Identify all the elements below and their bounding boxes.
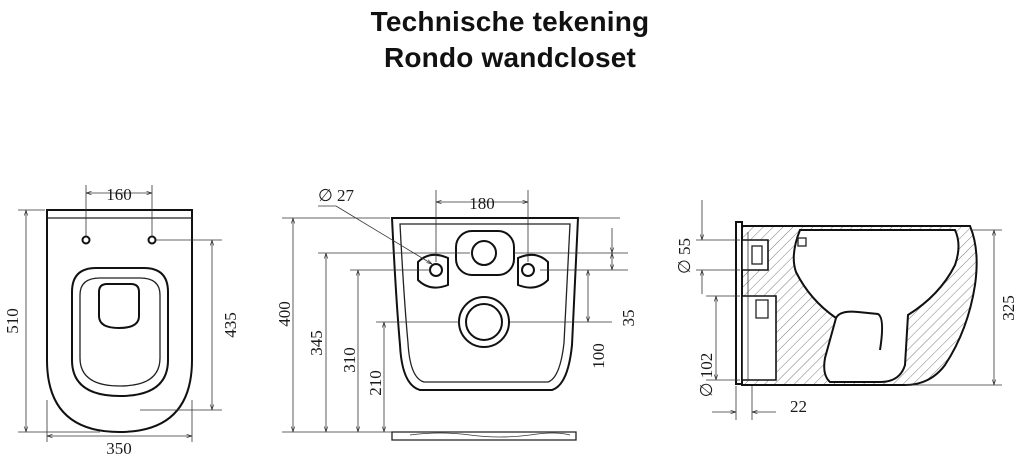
- drawing-title: Technische tekening: [370, 6, 650, 37]
- side-view-outlet: [741, 295, 777, 381]
- top-view-seat-inner: [79, 277, 161, 387]
- rear-view-fixing-hole-left: [429, 263, 443, 277]
- dim-160: 160: [106, 185, 132, 204]
- rear-view-inner-outline: [399, 223, 571, 383]
- dim-180: 180: [469, 194, 495, 213]
- dim-400: 400: [275, 301, 294, 327]
- rear-view-base-plate: [391, 431, 577, 441]
- side-view-inlet: [741, 239, 769, 271]
- dim-210: 210: [366, 370, 385, 396]
- top-view: 160 510 435 350: [3, 185, 240, 458]
- dim-345: 345: [307, 330, 326, 356]
- side-view-bowl-cavity: [792, 229, 960, 383]
- rear-view-fixing-right: [517, 253, 549, 289]
- dim-310: 310: [340, 347, 359, 373]
- rear-view-outlet-inner: [465, 303, 503, 341]
- dim-350: 350: [106, 439, 132, 458]
- top-view-mounting-hole-left: [81, 235, 91, 245]
- side-view: ∅ 55 ∅ 102 22 325: [675, 200, 1018, 420]
- dim-diameter-55: ∅ 55: [675, 238, 694, 274]
- dim-22: 22: [790, 397, 807, 416]
- rear-view-fixing-hole-right: [521, 263, 535, 277]
- rear-view-fixing-left: [417, 253, 449, 289]
- rear-view-outline: [390, 217, 580, 391]
- drawing-subtitle: Rondo wandcloset: [383, 42, 637, 73]
- top-view-mounting-hole-right: [147, 235, 157, 245]
- dim-diameter-27: ∅ 27: [318, 186, 355, 205]
- top-view-bowl-outline: [46, 209, 193, 434]
- dim-35: 35: [619, 310, 638, 327]
- dim-435: 435: [221, 312, 240, 338]
- top-view-bowl-opening: [98, 283, 140, 330]
- rear-view-inlet-hole: [471, 240, 497, 266]
- dim-diameter-102: ∅ 102: [697, 353, 716, 398]
- dim-100: 100: [589, 343, 608, 369]
- title-block: Technische tekening Rondo wandcloset: [0, 4, 1020, 76]
- dim-510: 510: [3, 308, 22, 334]
- dim-325: 325: [999, 295, 1018, 321]
- top-view-seat: [71, 267, 169, 398]
- rear-view: ∅ 27 180 400 345 310 210 35 100: [275, 186, 638, 441]
- side-view-trap: [835, 310, 884, 351]
